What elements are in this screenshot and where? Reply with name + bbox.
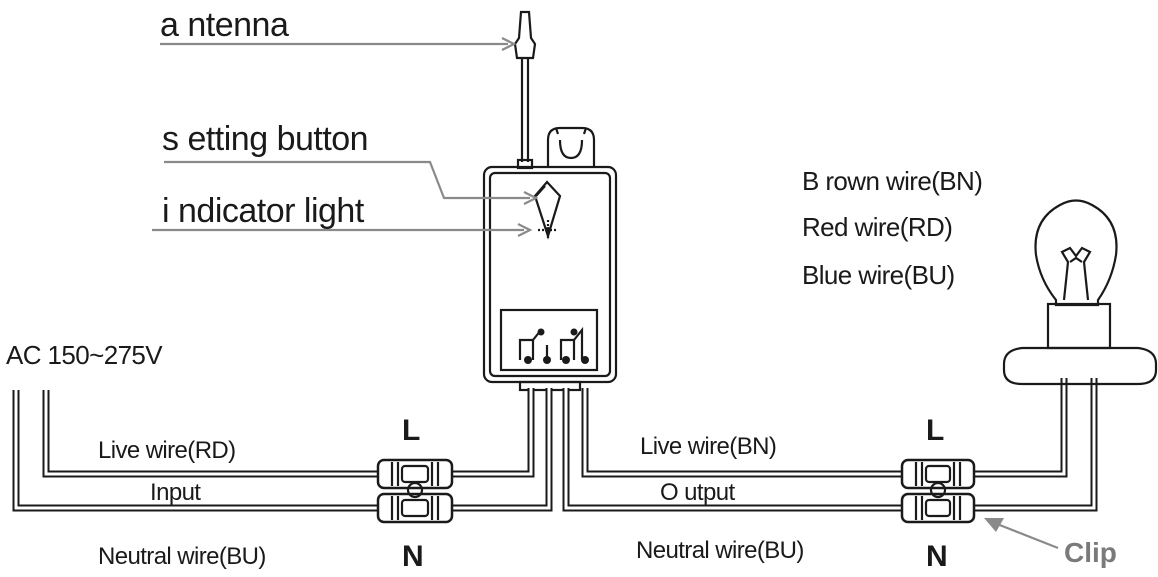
antenna bbox=[513, 10, 537, 170]
legend-brown: B rown wire(BN) bbox=[802, 166, 982, 196]
output-live-label: Live wire(BN) bbox=[640, 433, 776, 460]
ac-input-wires bbox=[12, 390, 378, 512]
lamp-wires bbox=[974, 378, 1098, 512]
output-L-label: L bbox=[926, 414, 944, 447]
input-label: Input bbox=[150, 479, 201, 506]
legend-red: Red wire(RD) bbox=[802, 212, 952, 242]
output-connector-N bbox=[900, 481, 976, 524]
input-N-label: N bbox=[402, 540, 424, 573]
device-wires bbox=[452, 388, 902, 512]
input-live-label: Live wire(RD) bbox=[98, 437, 236, 464]
input-connector-N bbox=[376, 481, 454, 524]
output-N-label: N bbox=[926, 540, 948, 573]
antenna-label: a ntenna bbox=[160, 6, 289, 44]
input-connector-L bbox=[376, 458, 454, 490]
legend-blue: Blue wire(BU) bbox=[802, 260, 955, 290]
clip-label: Clip bbox=[1064, 537, 1117, 568]
output-connector-L bbox=[900, 458, 976, 490]
light-bulb bbox=[1002, 199, 1158, 386]
indicator-light bbox=[538, 220, 558, 240]
indicator-light-label: i ndicator light bbox=[162, 192, 365, 230]
setting-button-label: s etting button bbox=[162, 120, 368, 158]
callout-leaders bbox=[152, 37, 1059, 550]
input-L-label: L bbox=[402, 414, 420, 447]
relay-terminal-symbol bbox=[518, 326, 589, 364]
smart-switch-device bbox=[482, 126, 618, 392]
output-neutral-label: Neutral wire(BU) bbox=[636, 537, 804, 564]
input-neutral-label: Neutral wire(BU) bbox=[98, 543, 266, 570]
ac-voltage-label: AC 150~275V bbox=[6, 340, 163, 370]
output-label: O utput bbox=[660, 479, 735, 506]
